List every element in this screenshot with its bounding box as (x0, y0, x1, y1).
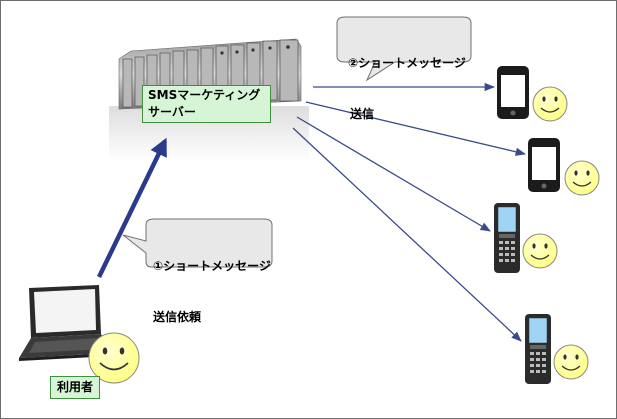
callout-request (122, 218, 273, 268)
server-label-line2: サーバー (148, 105, 196, 119)
callout-request-line1: ①ショートメッセージ (153, 259, 271, 273)
smiley-2-icon (564, 160, 600, 196)
arrow-to-phone-4 (292, 127, 522, 342)
callout-send-text: ②ショートメッセージ 送信 (348, 21, 466, 157)
server-label: SMSマーケティング サーバー (142, 85, 271, 123)
smartphone-1-icon (497, 66, 529, 119)
feature-phone-1-icon (494, 203, 520, 273)
callout-request-line2: 送信依頼 (153, 310, 202, 324)
arrow-to-phone-3 (296, 116, 491, 232)
callout-request-text: ①ショートメッセージ 送信依頼 (153, 224, 271, 360)
callout-send (336, 16, 472, 82)
feature-phone-2-icon (525, 314, 551, 384)
callout-send-line2: 送信 (350, 107, 375, 121)
user-smiley-icon (88, 332, 140, 384)
server-label-line1: SMSマーケティング (148, 88, 261, 102)
send-arrows (292, 82, 527, 342)
user-label: 利用者 (50, 376, 101, 399)
callout-send-line1: ②ショートメッセージ (348, 56, 466, 70)
request-arrow (96, 137, 168, 278)
smiley-3-icon (522, 233, 558, 269)
smiley-1-icon (532, 86, 568, 122)
smiley-4-icon (553, 344, 589, 380)
arrow-to-phone-2 (305, 101, 527, 156)
smartphone-2-icon (528, 138, 560, 192)
